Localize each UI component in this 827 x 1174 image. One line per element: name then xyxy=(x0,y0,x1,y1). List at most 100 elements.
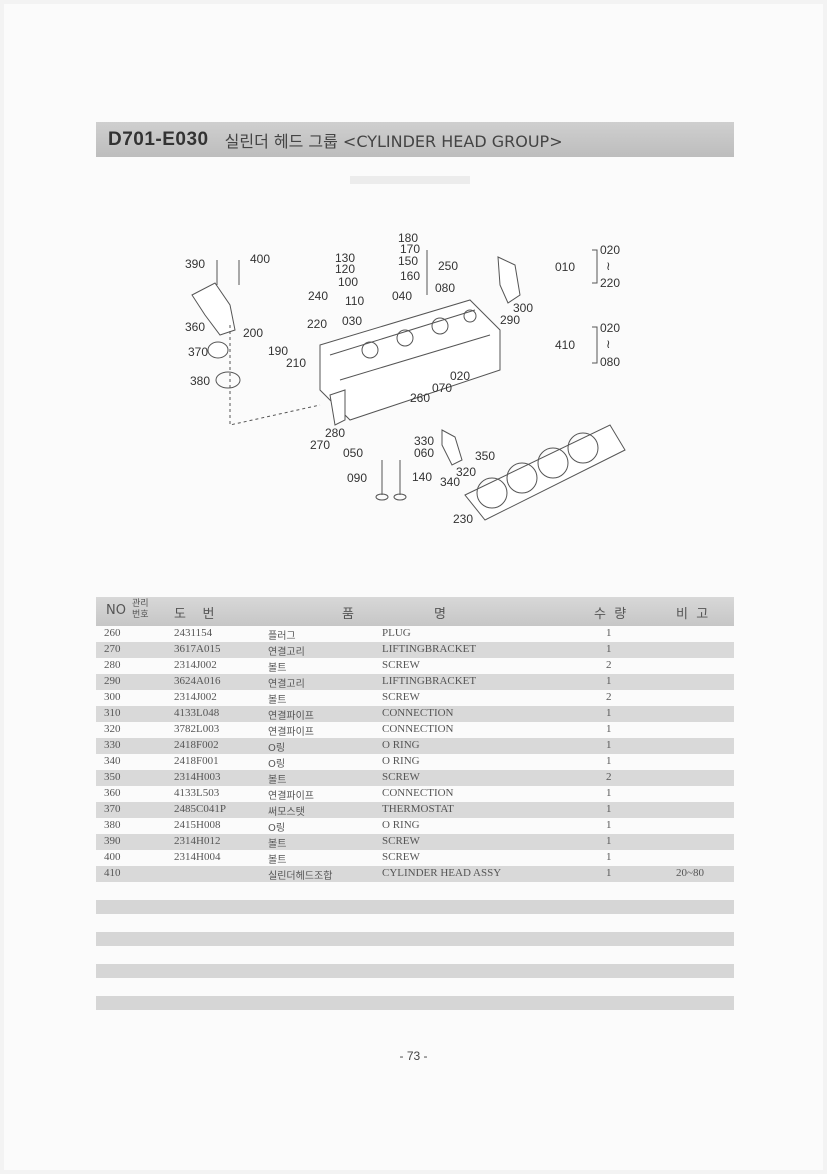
cell-name-en: O RING xyxy=(382,755,420,767)
callout-170: 170 xyxy=(400,242,420,256)
callout-150: 150 xyxy=(398,254,418,268)
cell-name-en: CONNECTION xyxy=(382,707,454,719)
header-remarks: 비 고 xyxy=(676,607,709,622)
callout-370: 370 xyxy=(188,345,208,359)
cell-qty: 1 xyxy=(606,643,612,655)
callout-330: 330 xyxy=(414,434,434,448)
cell-qty: 2 xyxy=(606,659,612,671)
callout-040: 040 xyxy=(392,289,412,303)
callout-190: 190 xyxy=(268,344,288,358)
callout-260: 260 xyxy=(410,391,430,405)
header-name-a: 품 xyxy=(342,607,354,622)
cell-qty: 2 xyxy=(606,691,612,703)
callout-360: 360 xyxy=(185,320,205,334)
callout-200: 200 xyxy=(243,326,263,340)
cell-part-no: 2418F002 xyxy=(174,739,219,751)
callout-210: 210 xyxy=(286,356,306,370)
group-410-sep: ≀ xyxy=(606,337,611,351)
empty-row-stripe xyxy=(96,996,734,1010)
cell-part-no: 3782L003 xyxy=(174,723,220,735)
callout-350: 350 xyxy=(475,449,495,463)
cell-name-ko: O링 xyxy=(268,743,286,754)
header-ref-bottom: 번호 xyxy=(132,610,149,620)
cell-no: 390 xyxy=(104,835,121,847)
callout-130: 130 xyxy=(335,251,355,265)
callout-390: 390 xyxy=(185,257,205,271)
cell-name-ko: 볼트 xyxy=(268,855,287,866)
cell-name-ko: O링 xyxy=(268,823,286,834)
cell-name-en: CONNECTION xyxy=(382,787,454,799)
cell-qty: 1 xyxy=(606,803,612,815)
cell-name-ko: 실린더헤드조합 xyxy=(268,871,333,882)
faint-mark xyxy=(350,176,470,184)
cell-name-en: O RING xyxy=(382,819,420,831)
cell-part-no: 2485C041P xyxy=(174,803,226,815)
exploded-parts-diagram: 390 400 130 120 100 110 180 170 150 160 … xyxy=(185,231,626,526)
table-header: NO 관리 번호 도 번 품 명 수 량 비 고 xyxy=(96,597,734,626)
group-010-to: 220 xyxy=(600,276,620,290)
cell-no: 400 xyxy=(104,851,121,863)
cell-part-no: 2415H008 xyxy=(174,819,221,831)
cell-name-ko: 연결파이프 xyxy=(268,727,314,738)
header-qty: 수 량 xyxy=(594,607,627,622)
callout-270: 270 xyxy=(310,438,330,452)
callout-180: 180 xyxy=(398,231,418,245)
header-no: NO xyxy=(106,603,126,618)
cell-part-no: 3624A016 xyxy=(174,675,221,687)
cell-no: 310 xyxy=(104,707,121,719)
cell-name-ko: 플러그 xyxy=(268,631,296,642)
cell-qty: 1 xyxy=(606,755,612,767)
callout-020: 020 xyxy=(450,369,470,383)
cell-no: 290 xyxy=(104,675,121,687)
callout-400: 400 xyxy=(250,252,270,266)
cell-name-ko: 볼트 xyxy=(268,775,287,786)
cell-part-no: 2314J002 xyxy=(174,659,217,671)
callout-220: 220 xyxy=(307,317,327,331)
group-010-from: 020 xyxy=(600,243,620,257)
callout-380: 380 xyxy=(190,374,210,388)
cell-name-ko: 볼트 xyxy=(268,663,287,674)
callout-340: 340 xyxy=(440,475,460,489)
cell-name-en: CONNECTION xyxy=(382,723,454,735)
callout-320: 320 xyxy=(456,465,476,479)
cell-no: 280 xyxy=(104,659,121,671)
cell-name-en: O RING xyxy=(382,739,420,751)
header-ref-top: 관리 xyxy=(132,599,149,609)
cell-no: 370 xyxy=(104,803,121,815)
group-410-from: 020 xyxy=(600,321,620,335)
group-010-sep: ≀ xyxy=(606,259,611,273)
callout-140: 140 xyxy=(412,470,432,484)
callout-080: 080 xyxy=(435,281,455,295)
callout-230: 230 xyxy=(453,512,473,526)
cell-name-ko: 써모스탯 xyxy=(268,807,305,818)
cell-name-ko: O링 xyxy=(268,759,286,770)
cell-part-no: 4133L503 xyxy=(174,787,220,799)
section-title: 실린더 헤드 그룹 <CYLINDER HEAD GROUP> xyxy=(224,131,563,151)
cell-part-no: 2314H012 xyxy=(174,835,221,847)
cell-no: 270 xyxy=(104,643,121,655)
callout-030: 030 xyxy=(342,314,362,328)
cell-name-en: SCREW xyxy=(382,691,420,703)
group-410-to: 080 xyxy=(600,355,620,369)
cell-qty: 1 xyxy=(606,675,612,687)
cell-no: 410 xyxy=(104,867,121,879)
cell-part-no: 2314H003 xyxy=(174,771,221,783)
empty-row-stripe xyxy=(96,964,734,978)
cell-name-en: SCREW xyxy=(382,851,420,863)
cell-part-no: 4133L048 xyxy=(174,707,220,719)
cell-name-en: SCREW xyxy=(382,771,420,783)
group-010-ref: 010 xyxy=(555,260,575,274)
group-410-ref: 410 xyxy=(555,338,575,352)
cell-no: 260 xyxy=(104,627,121,639)
cell-qty: 1 xyxy=(606,627,612,639)
cell-qty: 1 xyxy=(606,707,612,719)
